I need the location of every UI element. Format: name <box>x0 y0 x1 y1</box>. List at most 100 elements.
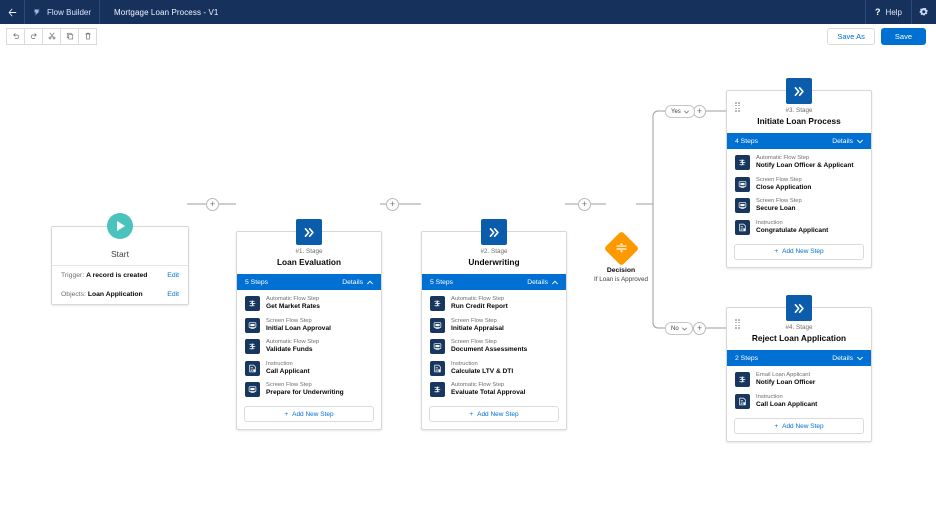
instruction-icon <box>739 223 746 231</box>
automatic-flow-icon <box>430 296 445 312</box>
step-type-label: Instruction <box>756 393 783 400</box>
automatic-flow-icon <box>735 372 750 388</box>
copy-button[interactable] <box>60 27 79 45</box>
step-type-label: Instruction <box>266 360 293 367</box>
step-name-label: Notify Loan Officer <box>756 379 816 387</box>
stage-chevron-badge-icon <box>296 219 322 245</box>
stage-details-toggle[interactable]: Details <box>342 279 373 286</box>
decision-node[interactable]: Decision If Loan is Approved <box>594 230 648 285</box>
start-node[interactable]: Start Trigger: A record is created Edit … <box>51 213 189 305</box>
help-button[interactable]: ? Help <box>865 0 912 24</box>
save-button[interactable]: Save <box>880 27 926 45</box>
stage-details-label: Details <box>527 278 548 286</box>
decision-title-label: Decision <box>606 267 636 274</box>
step-type-label: Automatic Flow Step <box>451 296 505 303</box>
stage-details-label: Details <box>832 137 853 145</box>
add-new-step-button[interactable]: +Add New Step <box>429 406 559 423</box>
cut-button[interactable] <box>42 27 61 45</box>
branch-label-no[interactable]: No <box>665 322 693 335</box>
step-name-label: Initiate Appraisal <box>451 324 504 332</box>
screen-flow-icon <box>433 343 442 351</box>
flow-builder-home-button[interactable]: Flow Builder <box>25 0 101 24</box>
add-element-button-stage2-decision[interactable]: + <box>578 198 591 211</box>
step-type-label: Screen Flow Step <box>451 317 497 324</box>
delete-button[interactable] <box>78 27 97 45</box>
stage-steps-count-label: 5 Steps <box>245 278 269 286</box>
stage-steps-count-label: 5 Steps <box>430 278 454 286</box>
screen-flow-icon <box>248 386 257 394</box>
add-element-button-stage1-stage2[interactable]: + <box>386 198 399 211</box>
instruction-icon <box>430 360 445 376</box>
flow-canvas[interactable]: Start Trigger: A record is created Edit … <box>0 48 936 526</box>
stage-steps-bar: 5 Steps Details <box>237 274 381 291</box>
step-type-label: Screen Flow Step <box>266 381 312 388</box>
undo-button[interactable] <box>6 27 25 45</box>
step-type-label: Automatic Flow Step <box>756 155 810 162</box>
header-actions: ? Help <box>865 0 936 24</box>
drag-handle-icon[interactable] <box>735 102 740 112</box>
stage-details-toggle[interactable]: Details <box>832 355 863 362</box>
add-new-step-button[interactable]: +Add New Step <box>734 418 864 435</box>
instruction-icon <box>249 364 256 372</box>
step-type-label: Screen Flow Step <box>266 317 312 324</box>
step-name-label: Document Assessments <box>451 346 528 354</box>
drag-handle-icon[interactable] <box>735 319 740 329</box>
toolbar-save-actions: Save As Save <box>827 27 926 45</box>
add-new-step-button[interactable]: +Add New Step <box>734 243 864 260</box>
back-button[interactable] <box>0 0 25 24</box>
edit-trigger-link[interactable]: Edit <box>167 272 179 279</box>
step-type-label: Automatic Flow Step <box>266 339 320 346</box>
settings-button[interactable] <box>912 0 936 24</box>
automatic-flow-icon <box>249 300 256 308</box>
screen-flow-icon <box>738 181 747 188</box>
redo-button[interactable] <box>24 27 43 45</box>
stage-details-toggle[interactable]: Details <box>527 279 558 286</box>
add-element-button-yes-branch[interactable]: + <box>693 105 706 118</box>
chevron-down-icon <box>681 327 687 331</box>
add-element-button-no-branch[interactable]: + <box>693 322 706 335</box>
start-title-label: Start <box>111 249 129 259</box>
step-name-label: Initial Loan Approval <box>266 324 331 332</box>
save-as-button[interactable]: Save As <box>827 27 875 45</box>
step-type-label: Screen Flow Step <box>756 176 802 183</box>
add-new-step-button[interactable]: +Add New Step <box>244 406 374 423</box>
screen-flow-icon <box>430 317 445 333</box>
screen-flow-icon <box>248 322 257 329</box>
stage-steps-count-label: 2 Steps <box>735 354 759 362</box>
plus-icon: + <box>774 422 779 430</box>
step-type-label: Instruction <box>451 360 478 367</box>
automatic-flow-icon <box>739 159 746 167</box>
step-name-label: Close Application <box>756 183 812 191</box>
plus-icon: + <box>469 410 474 418</box>
add-element-button-start-stage1[interactable]: + <box>206 198 219 211</box>
toolbar-button-group <box>6 27 97 45</box>
edit-objects-link[interactable]: Edit <box>167 291 179 298</box>
branch-label-yes[interactable]: Yes <box>665 105 695 118</box>
stage-details-toggle[interactable]: Details <box>832 138 863 145</box>
double-chevron-right-icon <box>304 227 314 237</box>
